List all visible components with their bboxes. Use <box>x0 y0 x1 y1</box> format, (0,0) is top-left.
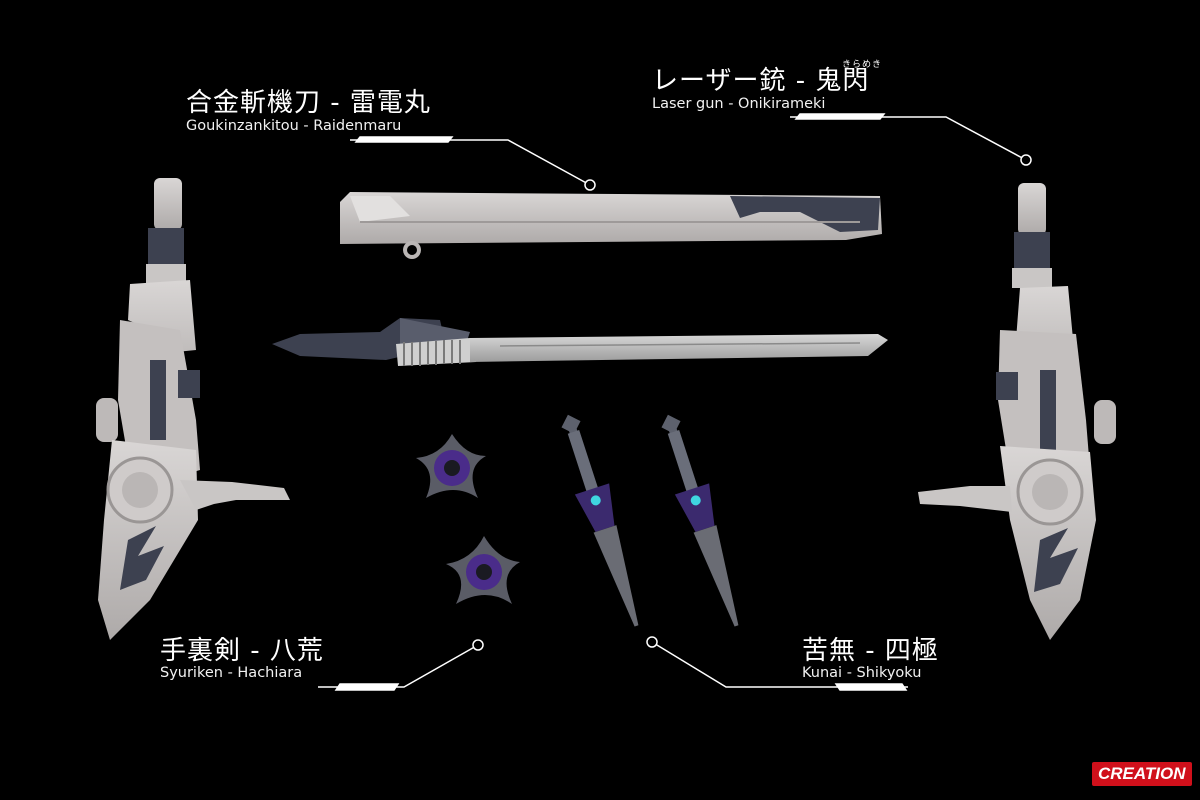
kunai-right <box>661 414 739 627</box>
sword-label-jp: 合金斬機刀 - 雷電丸 <box>186 88 431 118</box>
shuriken-label-jp: 手裏剣 - 八荒 <box>160 636 324 666</box>
callout-sword <box>350 136 596 191</box>
laser-label-jp: レーザー銃 - 鬼閃 <box>652 66 870 96</box>
shuriken-label-en: Syuriken - Hachiara <box>160 665 303 681</box>
shuriken-top <box>416 434 486 498</box>
laser-gun-right <box>918 183 1116 640</box>
sword-sheath <box>340 192 882 259</box>
callout-laser <box>790 113 1032 166</box>
laser-label-en: Laser gun - Onikirameki <box>652 96 826 112</box>
laser-gun-left <box>96 178 290 640</box>
callout-kunai <box>646 636 908 691</box>
kunai-left <box>561 414 639 627</box>
shuriken-bottom <box>446 536 520 604</box>
callout-shuriken <box>318 639 484 691</box>
kunai-label-jp: 苦無 - 四極 <box>802 636 939 666</box>
sword-label-en: Goukinzankitou - Raidenmaru <box>186 118 402 134</box>
laser-ruby: きらめき <box>842 60 883 70</box>
kunai-label-en: Kunai - Shikyoku <box>802 665 922 681</box>
sword-raidenmaru <box>272 318 888 366</box>
brand-logo: CREATION <box>1092 762 1192 786</box>
